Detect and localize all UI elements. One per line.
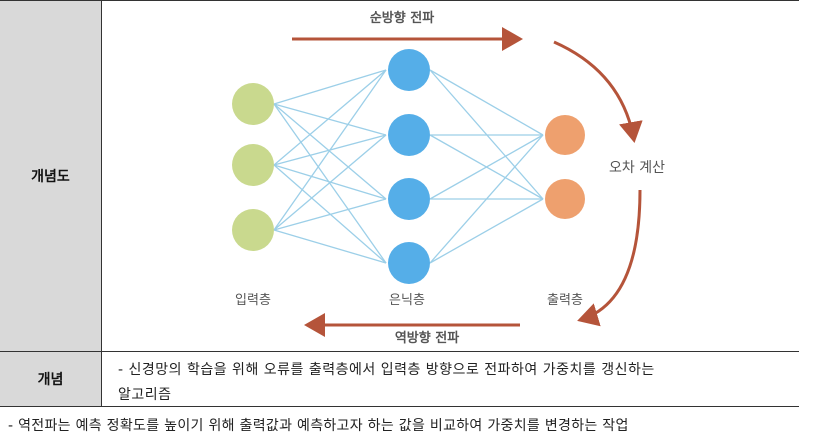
edge-input3-hidden2 <box>273 134 387 231</box>
diagram-row-header-label: 개념도 <box>31 169 70 185</box>
table-bottom-border <box>0 406 799 407</box>
forward-propagation-label: 순방향 전파 <box>370 10 434 26</box>
error-arrow-bottom <box>577 189 642 327</box>
input-node-1 <box>232 83 274 125</box>
hidden-layer-label: 은닉층 <box>389 293 425 308</box>
edge-hidden4-output1 <box>429 134 544 264</box>
error-calculation-label: 오차 계산 <box>609 160 665 176</box>
output-node-1 <box>545 115 585 155</box>
concept-row-header: 개념 <box>0 352 101 406</box>
concept-line-1: - 신경망의 학습을 위해 오류를 출력층에서 입력층 방향으로 전파하여 가중… <box>118 362 655 378</box>
concept-row-header-label: 개념 <box>37 372 64 388</box>
table-top-border <box>0 0 799 1</box>
diagram-row-header: 개념도 <box>0 1 101 351</box>
error-arrow-top <box>553 40 643 143</box>
edge-input1-hidden3 <box>273 103 387 200</box>
output-node-2 <box>545 179 585 219</box>
table-row-divider <box>0 351 799 352</box>
edge-input3-hidden4 <box>273 229 387 264</box>
footer-note: - 역전파는 예측 정확도를 높이기 위해 출력값과 예측하고자 하는 값을 비… <box>8 418 629 434</box>
hidden-node-3 <box>388 178 430 220</box>
input-node-3 <box>232 209 274 251</box>
hidden-node-4 <box>388 242 430 284</box>
edge-input3-hidden1 <box>273 69 387 231</box>
hidden-node-2 <box>388 114 430 156</box>
edge-input3-hidden3 <box>273 198 387 231</box>
edge-input1-hidden1 <box>273 69 387 105</box>
connection-edges <box>273 69 544 264</box>
input-layer-label: 입력층 <box>235 293 271 308</box>
edge-hidden4-output2 <box>429 198 544 264</box>
edge-input1-hidden2 <box>273 103 387 136</box>
concept-table: 개념도 개념 순방향 전파 오차 계산 역방향 전파 입력층 <box>0 0 799 408</box>
network-nodes <box>232 49 585 284</box>
neural-network-svg: 순방향 전파 오차 계산 역방향 전파 입력층 은닉층 출력층 <box>232 10 665 346</box>
edge-hidden1-output1 <box>429 69 544 136</box>
table-column-divider <box>101 0 102 407</box>
output-layer-label: 출력층 <box>547 293 583 308</box>
edge-input2-hidden1 <box>273 69 387 166</box>
edge-hidden3-output1 <box>429 134 544 200</box>
input-node-2 <box>232 144 274 186</box>
backpropagation-diagram: 순방향 전파 오차 계산 역방향 전파 입력층 은닉층 출력층 <box>102 2 799 350</box>
edge-input1-hidden4 <box>273 103 387 264</box>
concept-description: - 신경망의 학습을 위해 오류를 출력층에서 입력층 방향으로 전파하여 가중… <box>118 358 794 408</box>
concept-line-2: 알고리즘 <box>118 387 172 403</box>
backward-propagation-label: 역방향 전파 <box>395 330 459 346</box>
hidden-node-1 <box>388 49 430 91</box>
